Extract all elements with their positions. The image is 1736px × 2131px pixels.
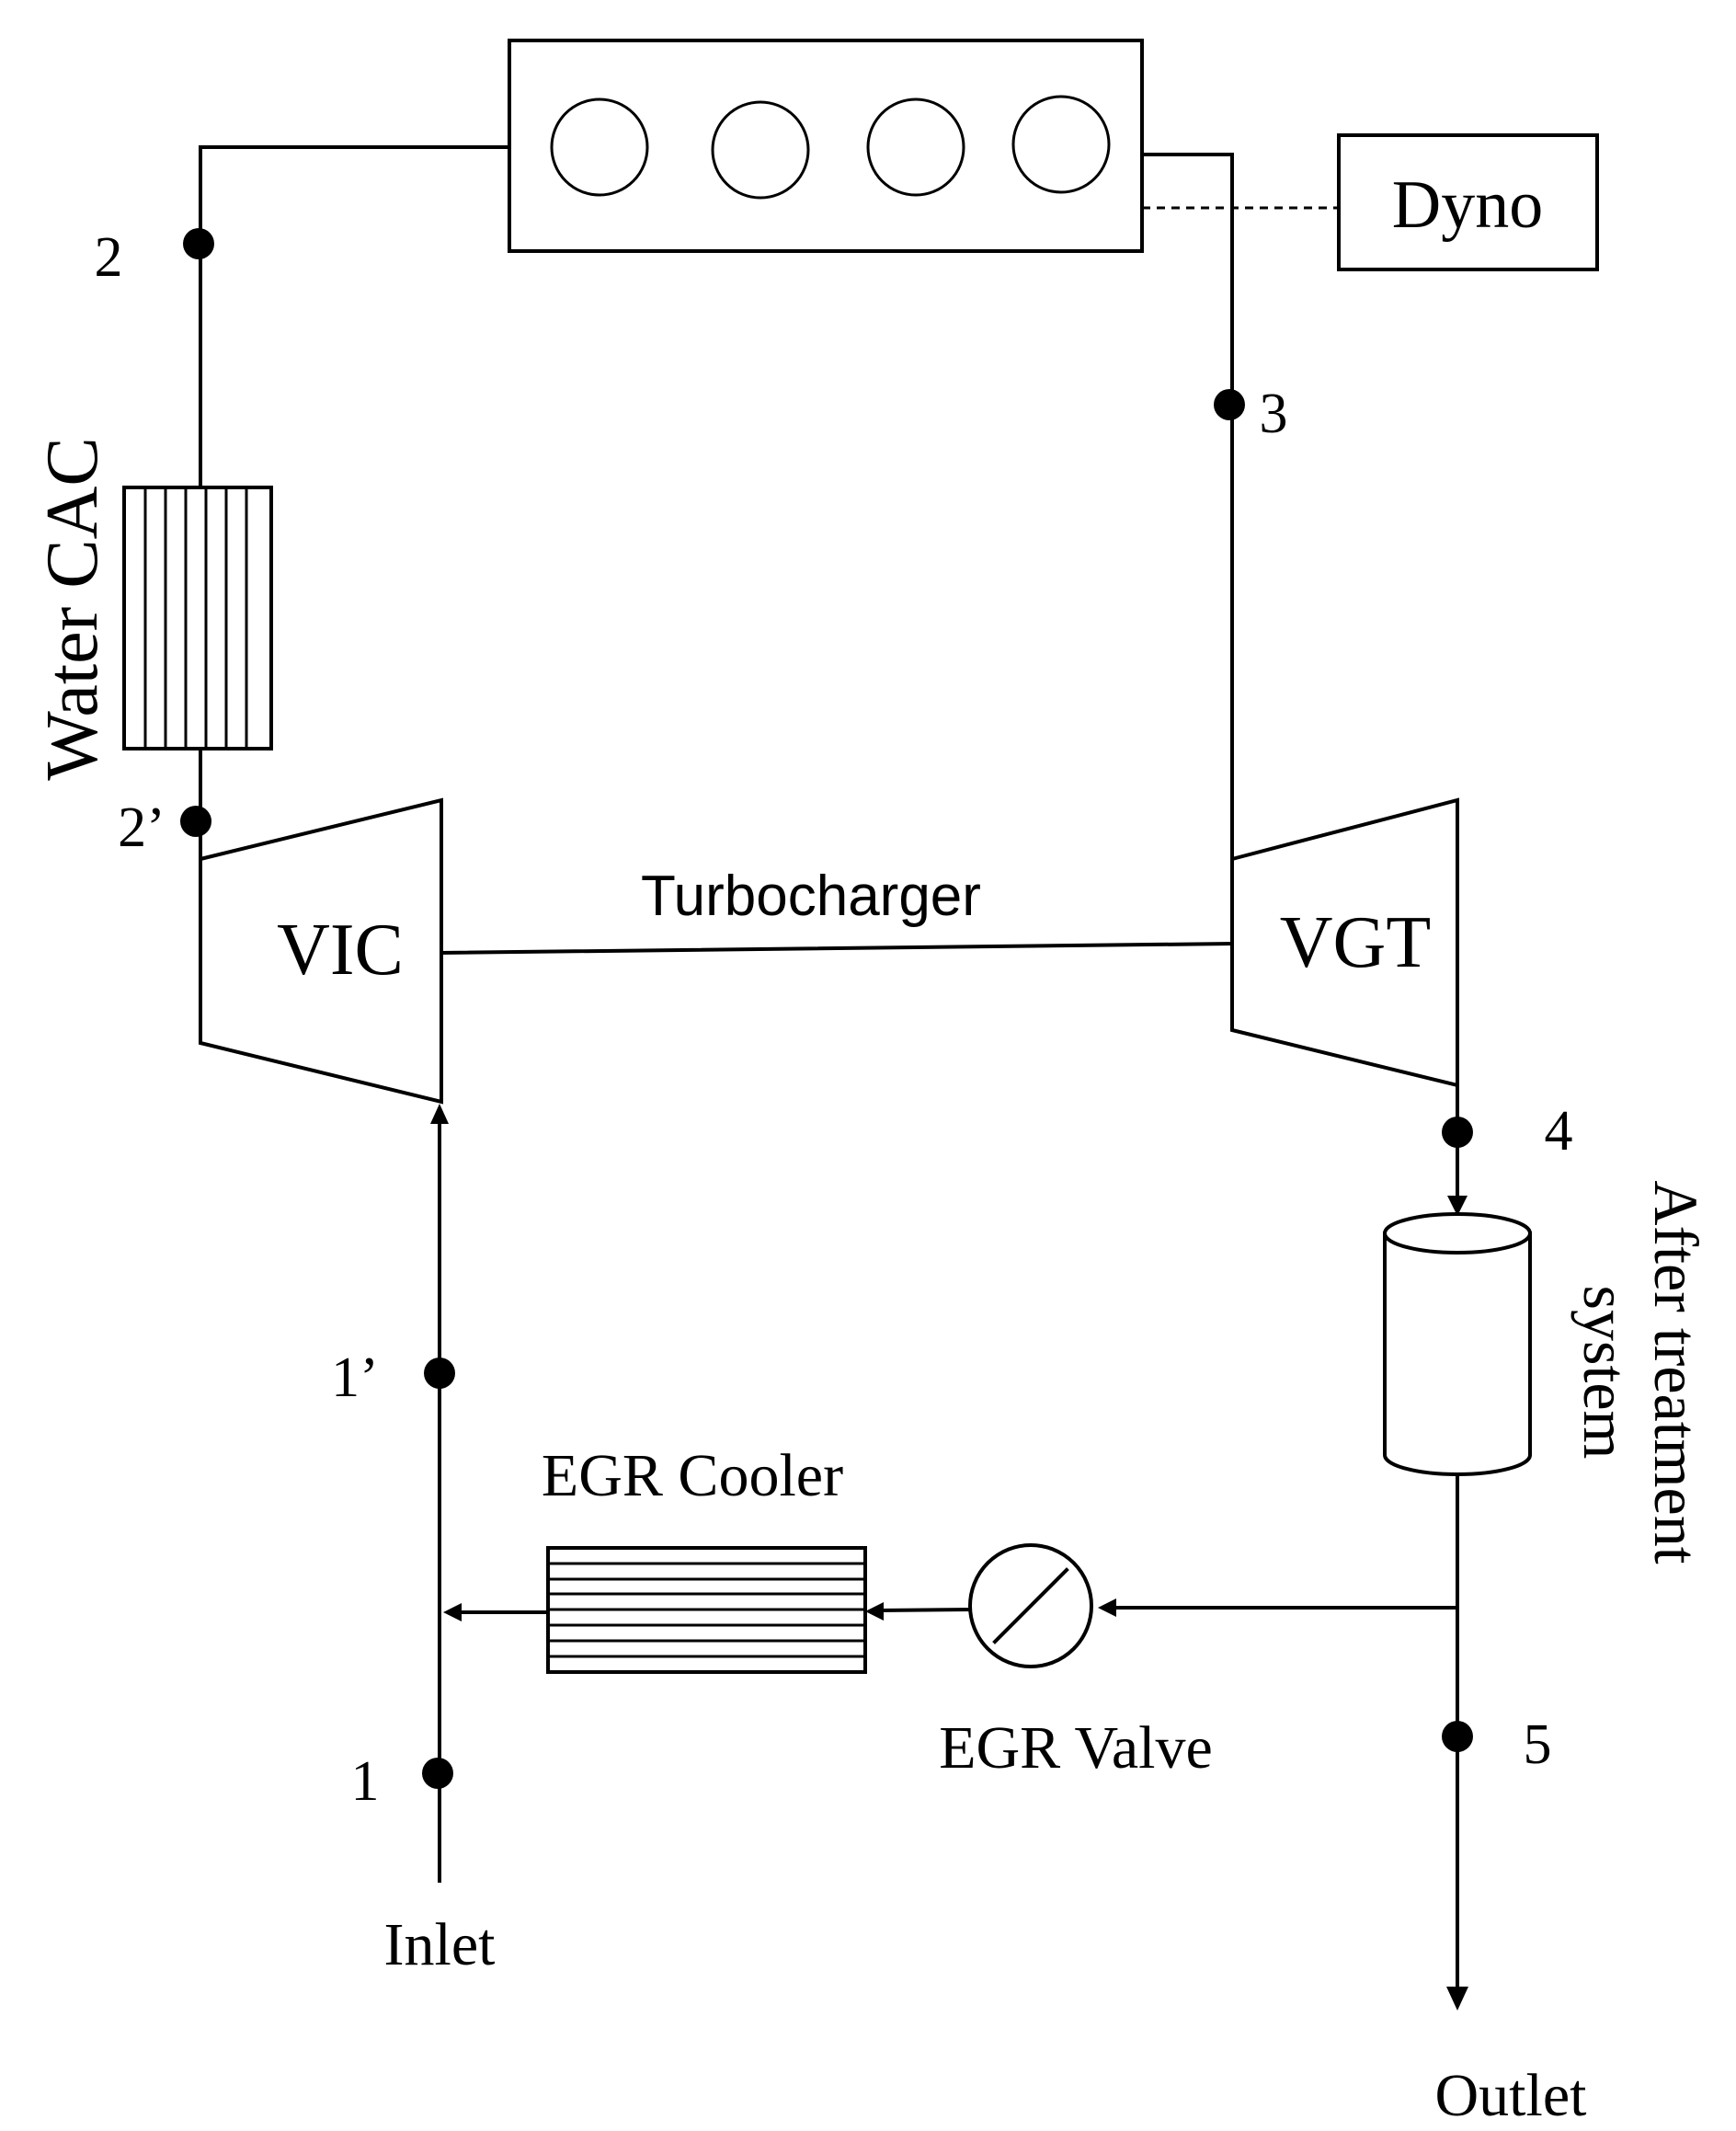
- dyno-label: Dyno: [1392, 167, 1543, 243]
- turbocharger-label: Turbocharger: [641, 865, 981, 928]
- flow-arrow-egr-mix: [443, 1603, 462, 1621]
- inlet-label: Inlet: [384, 1911, 496, 1978]
- point-4-label: 4: [1545, 1100, 1573, 1163]
- dyno: Dyno: [1337, 133, 1599, 271]
- flow-arrow-aftertreatment: [1447, 1196, 1468, 1216]
- flow-arrow-egr-cooler: [865, 1602, 884, 1621]
- point-1-label: 1: [351, 1750, 380, 1813]
- compressor-vic: VIC: [199, 797, 443, 1105]
- point-2-label: 2: [95, 226, 123, 289]
- vic-label: VIC: [277, 910, 404, 991]
- egr-cooler-label: EGR Cooler: [542, 1442, 843, 1509]
- point-5: [1442, 1721, 1473, 1752]
- water-cac: Water CAC: [32, 437, 273, 781]
- turbocharger-shaft: Turbocharger: [439, 865, 1235, 956]
- after-treatment-label-line2: system: [1570, 1286, 1640, 1460]
- measurement-points: 2 2’ 3 4 1’ 5 1: [95, 226, 1573, 1813]
- exhaust-path: [1140, 153, 1234, 861]
- after-treatment-system: After treatment system: [1383, 1180, 1711, 1564]
- point-4: [1442, 1117, 1473, 1148]
- point-1: [422, 1758, 453, 1789]
- inlet-line: [430, 1104, 449, 1883]
- turbine-vgt: VGT: [1230, 797, 1459, 1088]
- egr-loop: EGR Valve EGR Cooler: [443, 1442, 1459, 1782]
- vgt-label: VGT: [1280, 902, 1431, 983]
- point-3: [1214, 389, 1245, 420]
- point-2: [183, 228, 214, 259]
- water-cac-label: Water CAC: [32, 437, 113, 780]
- cylinder-3: [866, 97, 965, 197]
- point-1-prime: [424, 1358, 455, 1389]
- engine-block: [508, 39, 1144, 253]
- egr-cooler: [546, 1546, 867, 1674]
- point-5-label: 5: [1524, 1713, 1552, 1776]
- cylinder-2: [711, 100, 810, 200]
- egr-valve-label: EGR Valve: [939, 1714, 1213, 1782]
- flow-arrow-outlet: [1446, 1987, 1468, 2011]
- point-2-prime-label: 2’: [118, 796, 166, 859]
- point-3-label: 3: [1260, 383, 1288, 445]
- egr-valve: [968, 1543, 1093, 1668]
- flow-arrow-egr-valve: [1098, 1598, 1116, 1617]
- cylinder-1: [550, 97, 649, 197]
- after-treatment-label-line1: After treatment: [1641, 1180, 1711, 1564]
- outlet-label: Outlet: [1435, 2062, 1587, 2129]
- flow-arrow-compressor: [430, 1104, 449, 1124]
- cylinder-4: [1011, 95, 1111, 194]
- point-1-prime-label: 1’: [331, 1346, 379, 1409]
- point-2-prime: [180, 806, 211, 837]
